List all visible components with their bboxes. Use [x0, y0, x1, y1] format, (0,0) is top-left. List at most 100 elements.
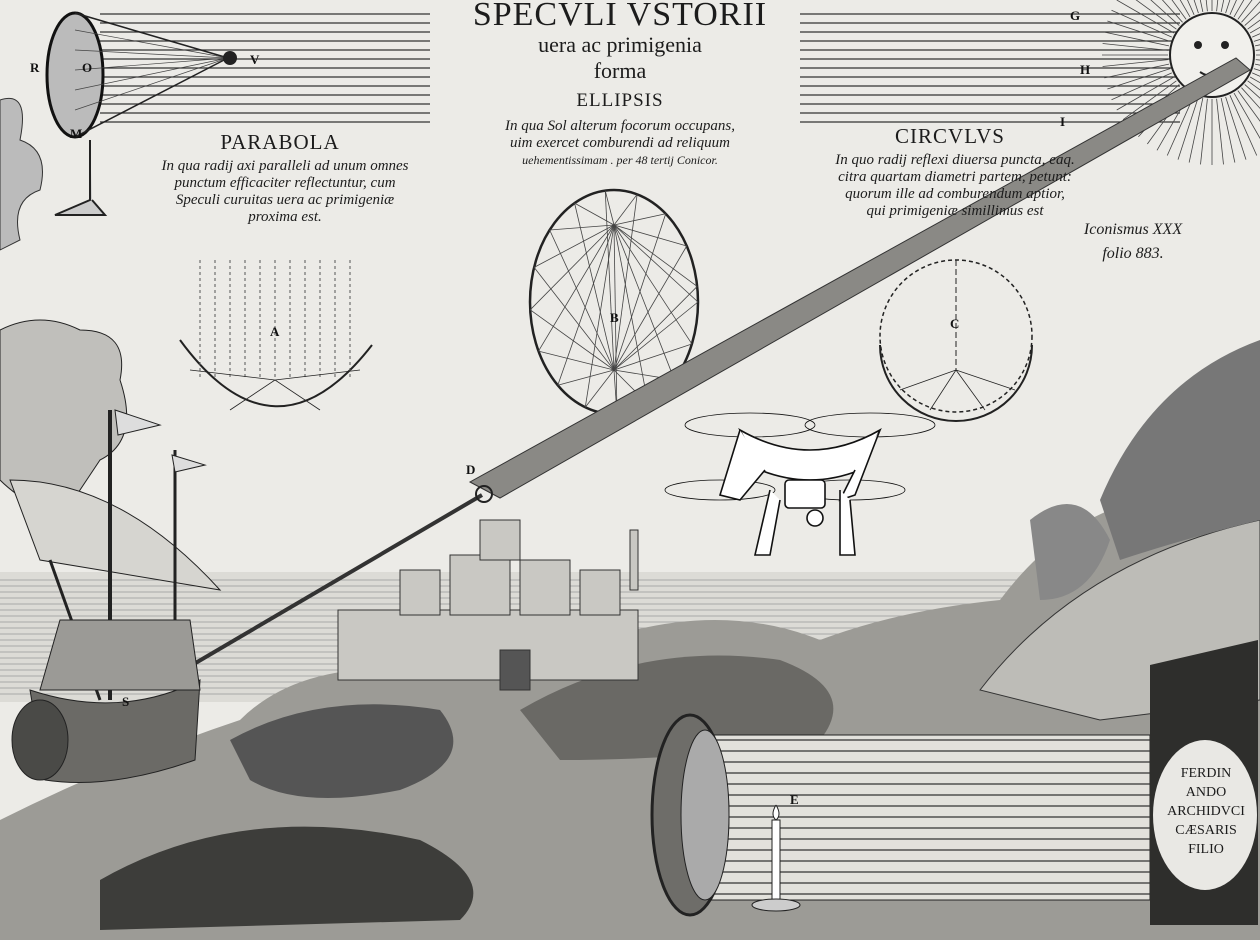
letter-o: O	[82, 60, 93, 75]
ellipse-ray	[613, 224, 649, 405]
ellipse-ray	[557, 369, 615, 386]
sun-ray	[1187, 0, 1195, 15]
dedication-line: CÆSARIS	[1175, 823, 1237, 838]
sun-ray	[1237, 0, 1253, 20]
ellipse-ray	[613, 286, 698, 371]
sun-ray	[1166, 95, 1195, 156]
ellipse-ray	[613, 194, 638, 371]
letter-d: D	[466, 462, 476, 477]
letter-v: V	[250, 52, 260, 67]
dedication-text: FERDIN ANDO ARCHIDVCI CÆSARIS FILIO	[1158, 764, 1254, 859]
sun-ray	[1233, 0, 1245, 18]
sun-ray	[1225, 0, 1231, 14]
circulus-line: quorum ille ad comburendum aptior,	[845, 186, 1065, 202]
letter-m: M	[70, 126, 83, 141]
sun-ray	[1116, 76, 1175, 111]
letter-c: C	[950, 316, 960, 331]
dedication-panel	[1150, 640, 1258, 925]
dedication-line: ARCHIDVCI	[1167, 804, 1245, 819]
sun-ray	[1102, 43, 1169, 51]
ellipsis-line: uehementissimam . per 48 tertij Conicor.	[522, 153, 718, 167]
title-line3: forma	[593, 58, 647, 83]
sun-ray	[1102, 59, 1169, 67]
sun-ray	[1237, 90, 1260, 122]
ellipse-ray	[613, 224, 687, 247]
sun-ray	[1177, 96, 1199, 160]
ellipse-ray	[613, 224, 698, 287]
sun-ray	[1229, 0, 1237, 15]
walled-city	[337, 519, 639, 691]
letter-e: E	[790, 792, 799, 807]
ellipse-ray	[538, 350, 615, 371]
sun-ray	[1220, 0, 1225, 13]
sun-ray	[1225, 96, 1247, 160]
sun-ray	[1188, 97, 1204, 163]
sun-ray	[1216, 0, 1219, 12]
letter-a: A	[270, 324, 280, 339]
parabola-line: Speculi curuitas uera ac primigeniæ	[175, 192, 395, 208]
ellipse-ray	[613, 213, 666, 226]
sun-ray	[1247, 19, 1260, 30]
sun-ray	[1111, 9, 1172, 38]
parabola-line: proxima est.	[248, 209, 322, 225]
circulus-line: citra quartam diametri partem, petunt:	[838, 169, 1072, 185]
letter-b: B	[610, 310, 619, 325]
ship	[0, 319, 222, 783]
circulus-line: qui primigeniæ simillimus est	[866, 203, 1044, 219]
ellipse-ray	[574, 203, 615, 371]
sun-ray	[1104, 31, 1170, 47]
sun-ray	[1111, 72, 1172, 101]
parabola-heading: PARABOLA	[220, 130, 340, 154]
ellipse-ray	[574, 202, 615, 226]
circulus-line: In quo radij reflexi diuersa puncta, eaq…	[835, 152, 1075, 168]
title-line2: uera ac primigenia	[538, 32, 702, 57]
ellipse-ray	[533, 224, 615, 268]
dedication-line: FERDIN	[1180, 766, 1232, 781]
sun-ray	[1220, 97, 1236, 163]
ellipse-ray	[613, 224, 618, 414]
ellipse-ray	[613, 194, 638, 226]
concave-mirror-with-candle	[650, 713, 1151, 917]
ellipse-ray	[549, 224, 615, 231]
sun-ray	[1193, 0, 1199, 14]
sun-beam	[168, 57, 1251, 680]
plate-line2: folio 883.	[1102, 245, 1164, 262]
ellipse-ray	[529, 224, 615, 311]
sun-ray	[1216, 98, 1224, 165]
hand-held-mirror	[0, 11, 237, 251]
sun-ray	[1122, 80, 1177, 120]
ellipse-ray	[604, 190, 615, 226]
sun-ray	[1233, 92, 1260, 139]
sun-ray	[1241, 87, 1260, 109]
sun-ray	[1229, 95, 1258, 156]
sun-ray	[1150, 0, 1180, 26]
sun-ray	[1116, 0, 1175, 34]
ellipse-ray	[584, 369, 615, 408]
ellipse-ray	[613, 224, 693, 345]
plate-line1: Iconismus XXX	[1083, 221, 1183, 238]
sun-ray	[1179, 0, 1191, 18]
sun-ray	[1252, 33, 1260, 38]
ellipse-ray	[533, 267, 615, 371]
ellipsis-text: In qua Sol alterum focorum occupans, uim…	[440, 118, 800, 169]
ellipse-ray	[613, 301, 699, 371]
letter-i: I	[1060, 114, 1066, 129]
ellipse-ray	[613, 224, 699, 303]
title-main: SPECVLI VSTORII	[472, 0, 768, 33]
ellipse-diagram	[528, 188, 700, 416]
dedication-line: ANDO	[1185, 785, 1227, 800]
sun-ray	[1205, 0, 1208, 12]
sun-ray	[1200, 98, 1208, 165]
letter-s: S	[122, 694, 130, 709]
sun-ray	[1252, 72, 1260, 77]
letter-h: H	[1080, 62, 1091, 77]
horizontal-rays	[100, 13, 1180, 123]
ellipse-ray	[613, 343, 693, 371]
ellipse-ray	[613, 213, 667, 371]
circle-diagram	[879, 259, 1033, 422]
ellipse-ray	[613, 245, 688, 371]
sun-ray	[1135, 0, 1177, 30]
letter-g: G	[1070, 8, 1081, 23]
